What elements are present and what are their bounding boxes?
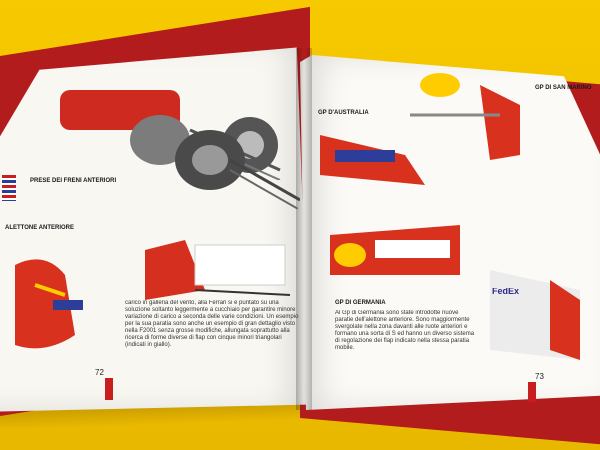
left-page-number: 72 bbox=[95, 368, 104, 377]
right-heading-san-marino: GP DI SAN MARINO bbox=[535, 85, 592, 91]
left-heading-brakes: PRESE DEI FRENI ANTERIORI bbox=[30, 178, 117, 184]
germany-wing-illustration bbox=[330, 225, 460, 275]
front-wing-endplate-left bbox=[15, 259, 83, 349]
book-gutter bbox=[296, 48, 312, 410]
nose-wing-illustration bbox=[410, 73, 520, 160]
right-heading-australia: GP D'AUSTRALIA bbox=[318, 110, 369, 116]
right-heading-germany: GP DI GERMANIA bbox=[335, 300, 386, 306]
right-page-number: 73 bbox=[535, 372, 544, 381]
australia-wing-illustration bbox=[320, 135, 425, 185]
front-wing-illustration-center bbox=[145, 240, 291, 300]
fedex-label: FedEx bbox=[492, 288, 520, 295]
left-stripe-decoration bbox=[2, 175, 16, 201]
left-page-body-text: carico in galleria del vento, alla Ferra… bbox=[125, 300, 299, 348]
right-page-body-text: Al Gp di Germania sono state introdotte … bbox=[335, 310, 475, 351]
brake-detail-illustration bbox=[175, 130, 300, 210]
fedex-wing-illustration bbox=[490, 270, 580, 360]
left-red-tab bbox=[105, 378, 113, 400]
left-heading-wing: ALETTONE ANTERIORE bbox=[5, 225, 75, 231]
right-red-tab bbox=[528, 382, 536, 402]
